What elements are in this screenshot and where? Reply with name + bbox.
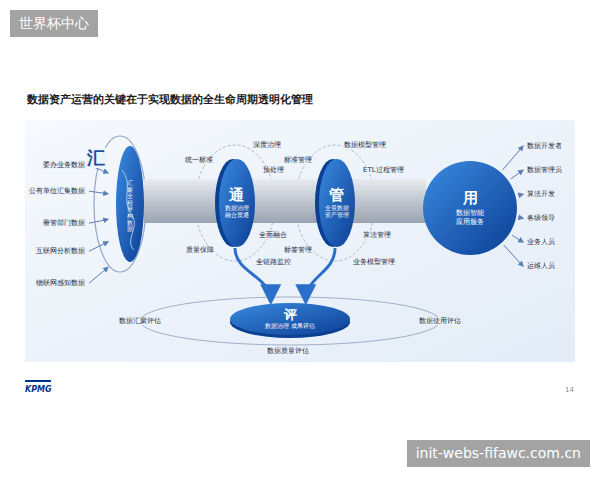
user-arrow [519, 217, 523, 219]
node-body: 数据治理 融合贯通 [224, 204, 250, 219]
node-body: 汇聚全程 异构数据 [127, 180, 133, 233]
node-text-wrap: 汇汇聚全程 异构数据 [90, 140, 150, 268]
source-label: 垂管部门数据 [42, 219, 86, 227]
kpmg-bar [25, 380, 51, 382]
step-label: 标签管理 [283, 246, 313, 254]
step-label: 标准管理 [283, 156, 313, 164]
source-label: 物联网感知数据 [35, 279, 86, 287]
node-outline [422, 160, 518, 256]
logo-text: KPMG [25, 385, 52, 394]
user-arrow [518, 194, 523, 195]
diagram-panel [25, 120, 575, 362]
flow-arrow [235, 248, 271, 301]
user-label: 数据管理员 [526, 166, 563, 174]
manage-disc: 管全景数据 资产管理 [313, 158, 357, 248]
node-text-wrap: 评数据治理 成果评估 [230, 300, 350, 338]
use-circle: 用数据智能 应用服务 [422, 160, 518, 256]
node-heading: 用 [463, 190, 478, 207]
source-arrow [89, 219, 108, 223]
user-label: 算法开发 [526, 190, 556, 198]
user-label: 业务人员 [526, 238, 556, 246]
watermark: 世界杯中心 [10, 10, 98, 37]
node-heading: 通 [229, 187, 244, 204]
step-label: 全面融合 [258, 231, 288, 239]
node-body: 数据治理 成果评估 [265, 322, 315, 330]
evaluate-ellipse: 评数据治理 成果评估 [230, 300, 350, 338]
node-body: 数据智能 应用服务 [453, 209, 487, 227]
source-arrow [89, 267, 108, 283]
step-label: 预处理 [262, 166, 285, 174]
disc-body [116, 146, 144, 262]
data-pipe [251, 179, 317, 223]
source-label: 公有单位汇集数据 [28, 187, 86, 195]
connect-disc: 通数据治理 融合贯通 [213, 158, 257, 248]
slide-title: 数据资产运营的关键在于实现数据的全生命周期透明化管理 [27, 92, 313, 107]
source-label: 委办业务数据 [42, 161, 86, 169]
user-label: 各级领导 [526, 214, 556, 222]
source-arrow [89, 191, 108, 194]
gather-disc: 汇汇聚全程 异构数据 [90, 140, 150, 268]
step-label: 深度治理 [252, 141, 282, 149]
circle-body [423, 161, 517, 255]
user-arrow [503, 146, 523, 170]
ellipse-face [230, 303, 350, 335]
step-label: 算法管理 [362, 231, 392, 239]
user-arrow [504, 245, 523, 266]
node-heading: 汇 [86, 148, 106, 168]
step-label: 全链路监控 [255, 258, 292, 266]
watermark: init-webs-fifawc.com.cn [407, 440, 590, 467]
evaluation-label: 数据质量评估 [266, 347, 310, 355]
evaluation-label: 数据汇聚评估 [118, 317, 162, 325]
step-label: 业务模型管理 [352, 258, 396, 266]
data-pipe [351, 179, 426, 223]
disc-wave [122, 170, 134, 250]
step-label: 统一标准 [184, 156, 214, 164]
node-text-wrap: 用数据智能 应用服务 [422, 160, 518, 256]
source-label: 互联网分析数据 [35, 247, 86, 255]
disc-face [219, 159, 255, 247]
user-label: 运维人员 [526, 262, 556, 270]
node-heading: 评 [284, 308, 297, 322]
source-arrow [89, 242, 108, 251]
node-text-wrap: 通数据治理 融合贯通 [213, 158, 257, 248]
data-pipe [144, 179, 217, 223]
page-number: 14 [565, 386, 574, 394]
user-label: 数据开发者 [526, 142, 563, 150]
step-label: 数据模型管理 [343, 141, 387, 149]
evaluation-label: 数据使用评估 [418, 317, 462, 325]
evaluate-ring [140, 297, 440, 345]
disc-face [319, 159, 355, 247]
node-text-wrap: 管全景数据 资产管理 [313, 158, 357, 248]
flow-arrow [306, 248, 335, 301]
step-label: 质量保障 [185, 246, 215, 254]
user-arrow [512, 235, 523, 242]
node-heading: 管 [329, 187, 344, 204]
node-body: 全景数据 资产管理 [324, 204, 350, 219]
step-label: ETL过程管理 [362, 166, 405, 174]
user-arrow [511, 170, 523, 179]
